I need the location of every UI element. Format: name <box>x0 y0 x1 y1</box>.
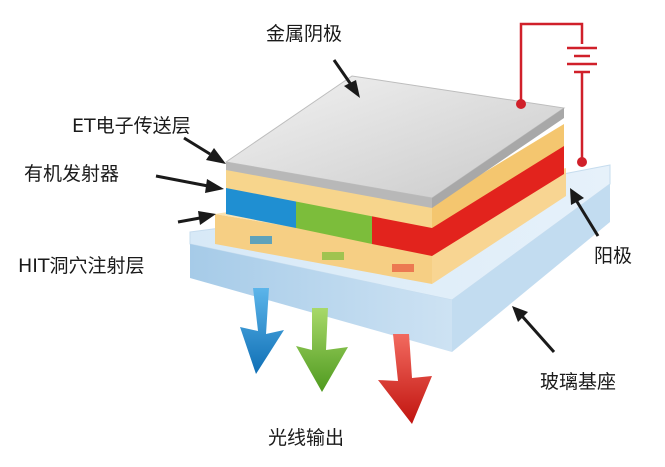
anode-pointer <box>574 199 600 237</box>
glass-substrate-label: 玻璃基座 <box>540 371 616 393</box>
et-layer-front <box>226 166 432 228</box>
circuit <box>519 22 597 162</box>
et-layer <box>226 124 564 228</box>
anode-pointer-head <box>570 188 584 205</box>
hit-layer-side <box>432 168 566 284</box>
et-layer-side <box>432 124 564 228</box>
green-light-arrow <box>296 308 348 392</box>
substrate-pixel-blue <box>250 236 272 244</box>
emitter-pointer <box>155 174 209 188</box>
cathode-terminal <box>516 99 526 109</box>
organic-emitter-label: 有机发射器 <box>24 163 119 185</box>
pointer-arrows <box>155 59 600 353</box>
blue-light-arrow <box>240 288 284 374</box>
anode-terminal <box>577 157 587 167</box>
metal-cathode <box>224 75 566 208</box>
glass-substrate-side <box>452 184 610 352</box>
cathode-side <box>432 108 564 208</box>
cathode-front <box>226 162 432 208</box>
hit-layer-label: HIT洞穴注射层 <box>18 255 145 277</box>
hit-layer-front <box>215 214 432 284</box>
light-output-label: 光线输出 <box>268 427 344 449</box>
cathode-label: 金属阴极 <box>266 23 342 45</box>
substrate-pixel-green <box>322 252 344 260</box>
glass-substrate-front <box>190 244 452 352</box>
emitter-pointer-head <box>205 179 224 193</box>
hit-pointer <box>177 216 201 224</box>
glass-pointer-head <box>512 306 528 322</box>
et-pointer <box>183 136 211 156</box>
substrate-pixel-red <box>392 264 414 272</box>
anode-label: 阳极 <box>594 245 632 267</box>
emitter-green-segment <box>296 198 372 244</box>
circuit-wire-cathode <box>519 22 584 104</box>
light-arrows <box>240 288 432 424</box>
et-pointer-head <box>206 148 226 164</box>
cathode-pointer <box>332 59 354 87</box>
red-light-arrow <box>378 334 432 424</box>
emitter-red-side <box>432 144 564 256</box>
hit-pointer-head <box>198 211 216 225</box>
glass-pointer <box>520 315 556 353</box>
cathode-pointer-head <box>344 80 360 98</box>
et-layer-label: ET电子传送层 <box>72 115 191 137</box>
